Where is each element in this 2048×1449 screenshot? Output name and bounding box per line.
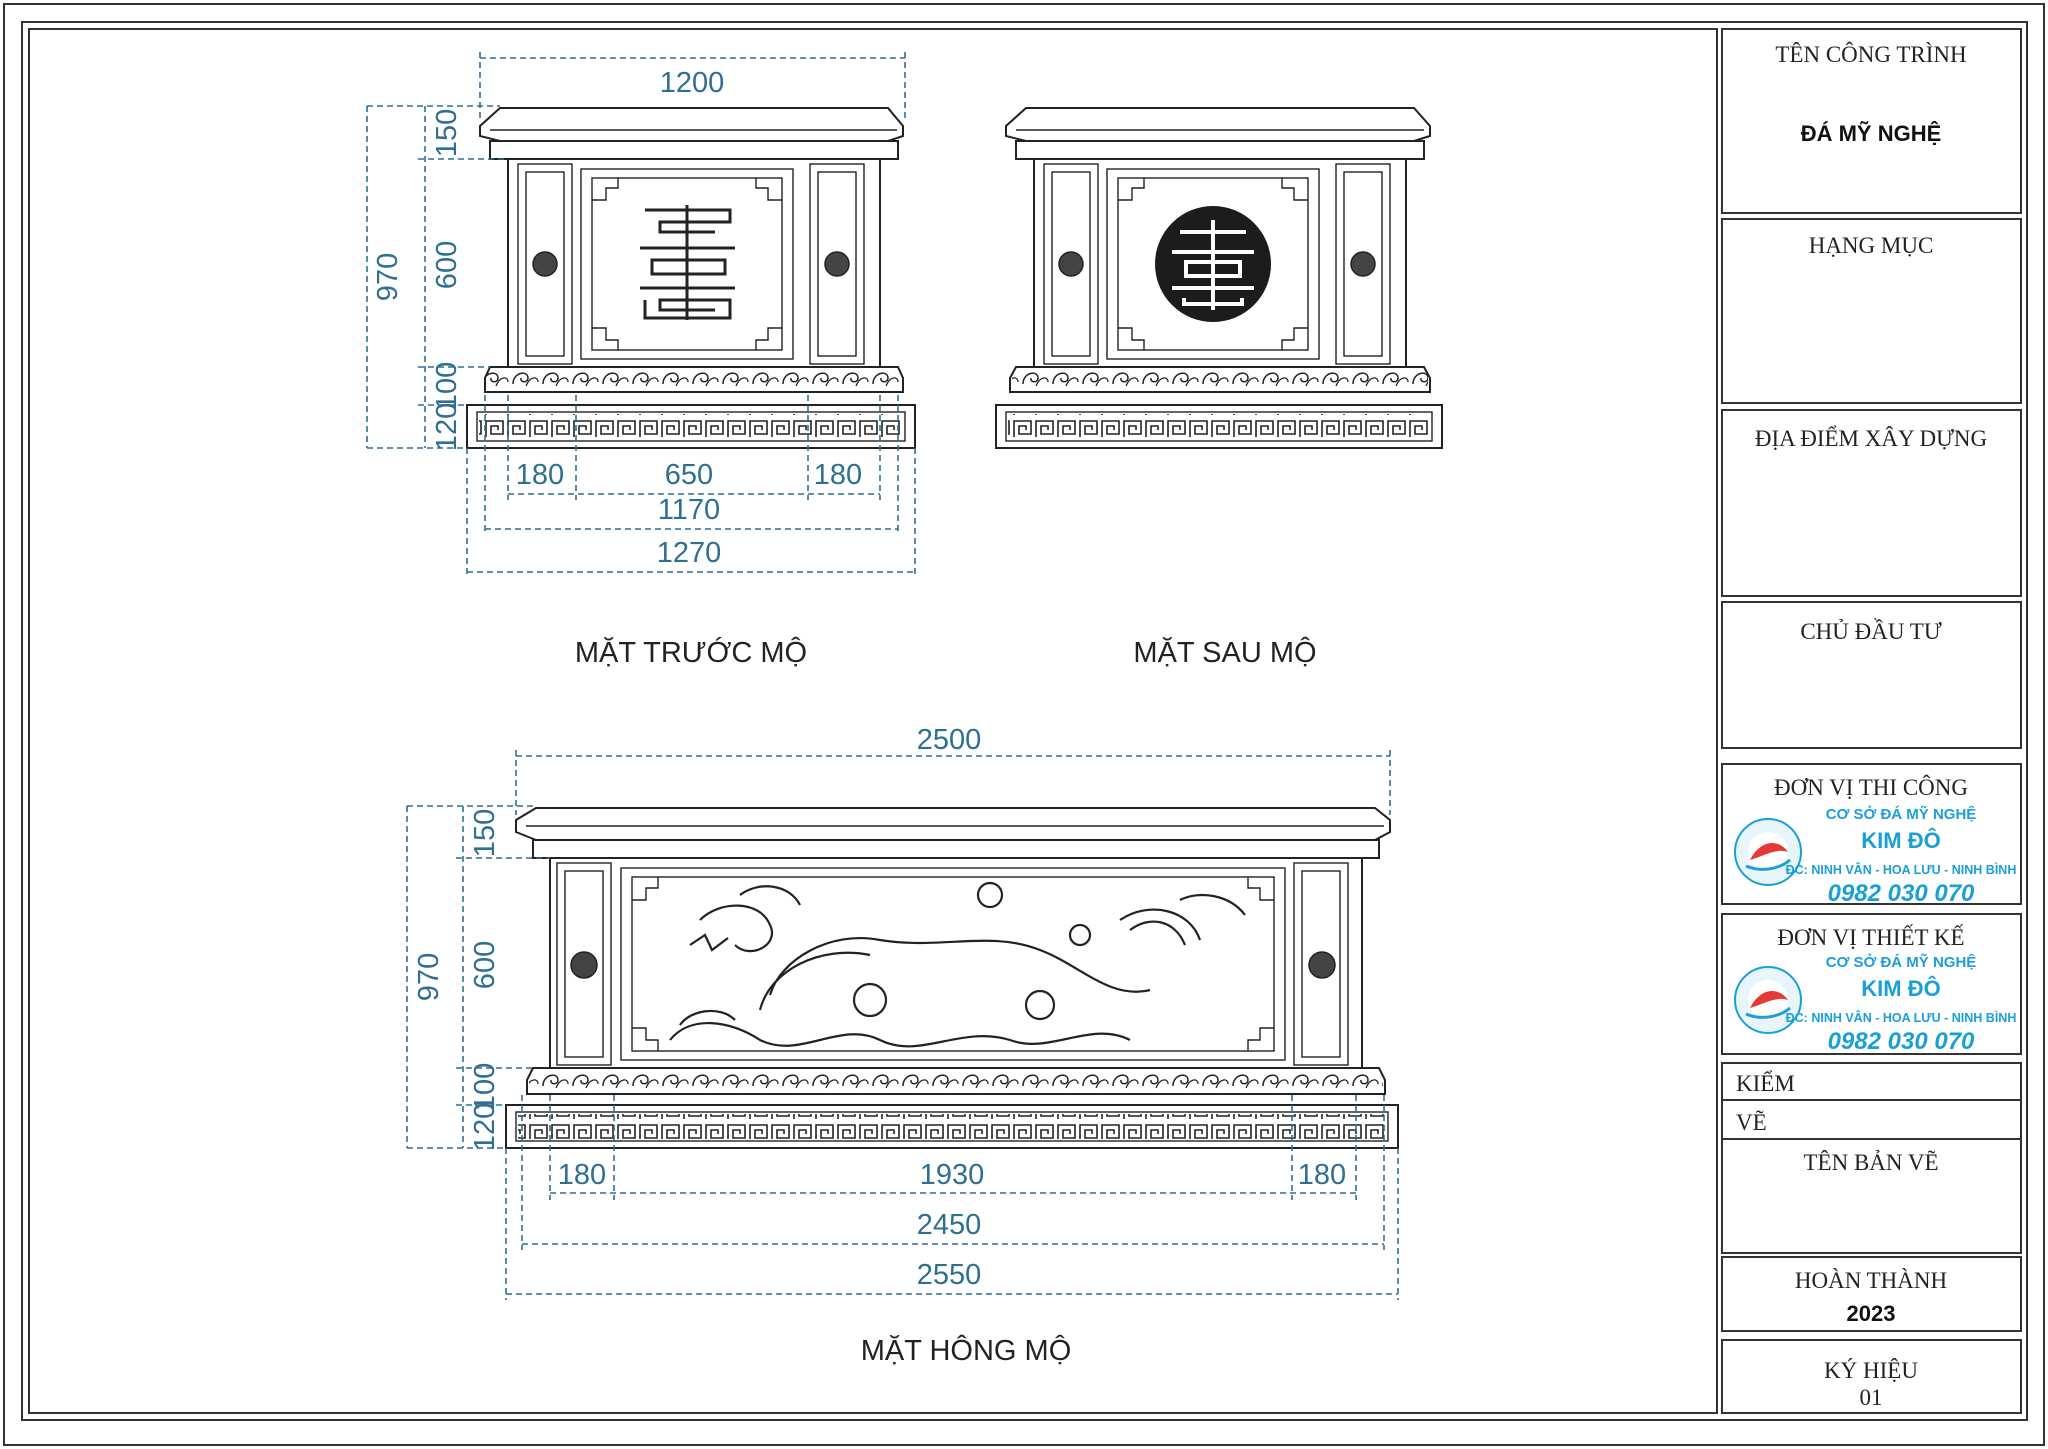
front-view-title: MẶT TRƯỚC MỘ (575, 635, 807, 669)
drawing-area-frame (28, 28, 1718, 1414)
company-line1: CƠ SỞ ĐÁ MỸ NGHỆ (1826, 953, 1977, 971)
company-address: ĐC: NINH VÂN - HOA LƯU - NINH BÌNH (1786, 1010, 2017, 1025)
side-body-height: 600 (469, 941, 501, 989)
front-dimensions: 1200 970 150 600 100 120 180 650 180 117… (366, 52, 916, 578)
side-view-title: MẶT HÔNG MỘ (861, 1333, 1072, 1367)
side-left-panel-width: 180 (558, 1159, 606, 1191)
side-base-width: 2550 (917, 1259, 982, 1291)
project-value: ĐÁ MỸ NGHỆ (1801, 121, 1942, 146)
side-top-width: 2500 (917, 724, 982, 756)
rosette-icon (824, 251, 850, 277)
longevity-character-icon (640, 205, 735, 320)
front-top-width: 1200 (660, 67, 725, 99)
front-left-panel-width: 180 (516, 459, 564, 491)
company-name: KIM ĐÔ (1861, 976, 1940, 1001)
side-dimensions: 2500 970 150 600 100 120 180 1930 180 24… (406, 724, 1399, 1300)
sheet-inner-border (21, 21, 2028, 1421)
code-label: KÝ HIỆU (1824, 1358, 1918, 1383)
company-phone: 0982 030 070 (1828, 1028, 1975, 1055)
designer-label: ĐƠN VỊ THIẾT KẾ (1777, 924, 1964, 950)
front-body-height: 600 (431, 241, 463, 289)
sheet-outer-border (3, 3, 2045, 1446)
side-base-height: 120 (469, 1103, 501, 1151)
project-label: TÊN CÔNG TRÌNH (1775, 41, 1966, 67)
front-right-panel-width: 180 (814, 459, 862, 491)
front-base-height: 120 (431, 403, 463, 451)
complete-label: HOÀN THÀNH (1795, 1268, 1947, 1293)
check-label: KIỂM (1736, 1070, 1795, 1096)
front-view (466, 107, 916, 449)
rosette-icon (1058, 251, 1084, 277)
complete-year: 2023 (1847, 1301, 1896, 1326)
rosette-icon (532, 251, 558, 277)
front-center-width: 650 (665, 459, 713, 491)
kim-do-logo-icon (1734, 818, 1802, 886)
title-block: TÊN CÔNG TRÌNH ĐÁ MỸ NGHỆ HẠNG MỤC ĐỊA Đ… (1721, 28, 2022, 1414)
category-label: HẠNG MỤC (1809, 233, 1934, 258)
side-right-panel-width: 180 (1298, 1159, 1346, 1191)
front-base-width: 1270 (657, 537, 722, 569)
company-name: KIM ĐÔ (1861, 828, 1940, 853)
company-address: ĐC: NINH VÂN - HOA LƯU - NINH BÌNH (1786, 862, 2017, 877)
side-total-height: 970 (413, 953, 445, 1001)
side-center-width: 1930 (920, 1159, 985, 1191)
side-mid-width: 2450 (917, 1209, 982, 1241)
contractor-label: ĐƠN VỊ THI CÔNG (1774, 774, 1968, 800)
location-label: ĐỊA ĐIỂM XÂY DỰNG (1755, 425, 1987, 451)
side-view (505, 807, 1399, 1149)
side-band-height: 100 (469, 1063, 501, 1111)
front-cap-height: 150 (431, 109, 463, 157)
kim-do-logo-icon (1734, 966, 1802, 1034)
rosette-icon (1350, 251, 1376, 277)
longevity-medallion-icon (1155, 206, 1271, 322)
draw-label: VẼ (1736, 1110, 1767, 1135)
back-view-title: MẶT SAU MỘ (1133, 635, 1316, 669)
owner-label: CHỦ ĐẦU TƯ (1800, 618, 1942, 644)
dragon-relief-icon (669, 881, 1246, 1048)
back-view (995, 107, 1443, 449)
front-band-height: 100 (431, 362, 463, 410)
rosette-icon (570, 951, 598, 979)
front-total-height: 970 (372, 253, 404, 301)
side-cap-height: 150 (469, 809, 501, 857)
front-mid-width: 1170 (658, 494, 720, 526)
company-line1: CƠ SỞ ĐÁ MỸ NGHỆ (1826, 805, 1977, 823)
sheet-name-label: TÊN BẢN VẼ (1803, 1150, 1938, 1175)
rosette-icon (1308, 951, 1336, 979)
code-value: 01 (1860, 1385, 1883, 1410)
company-phone: 0982 030 070 (1828, 880, 1975, 907)
